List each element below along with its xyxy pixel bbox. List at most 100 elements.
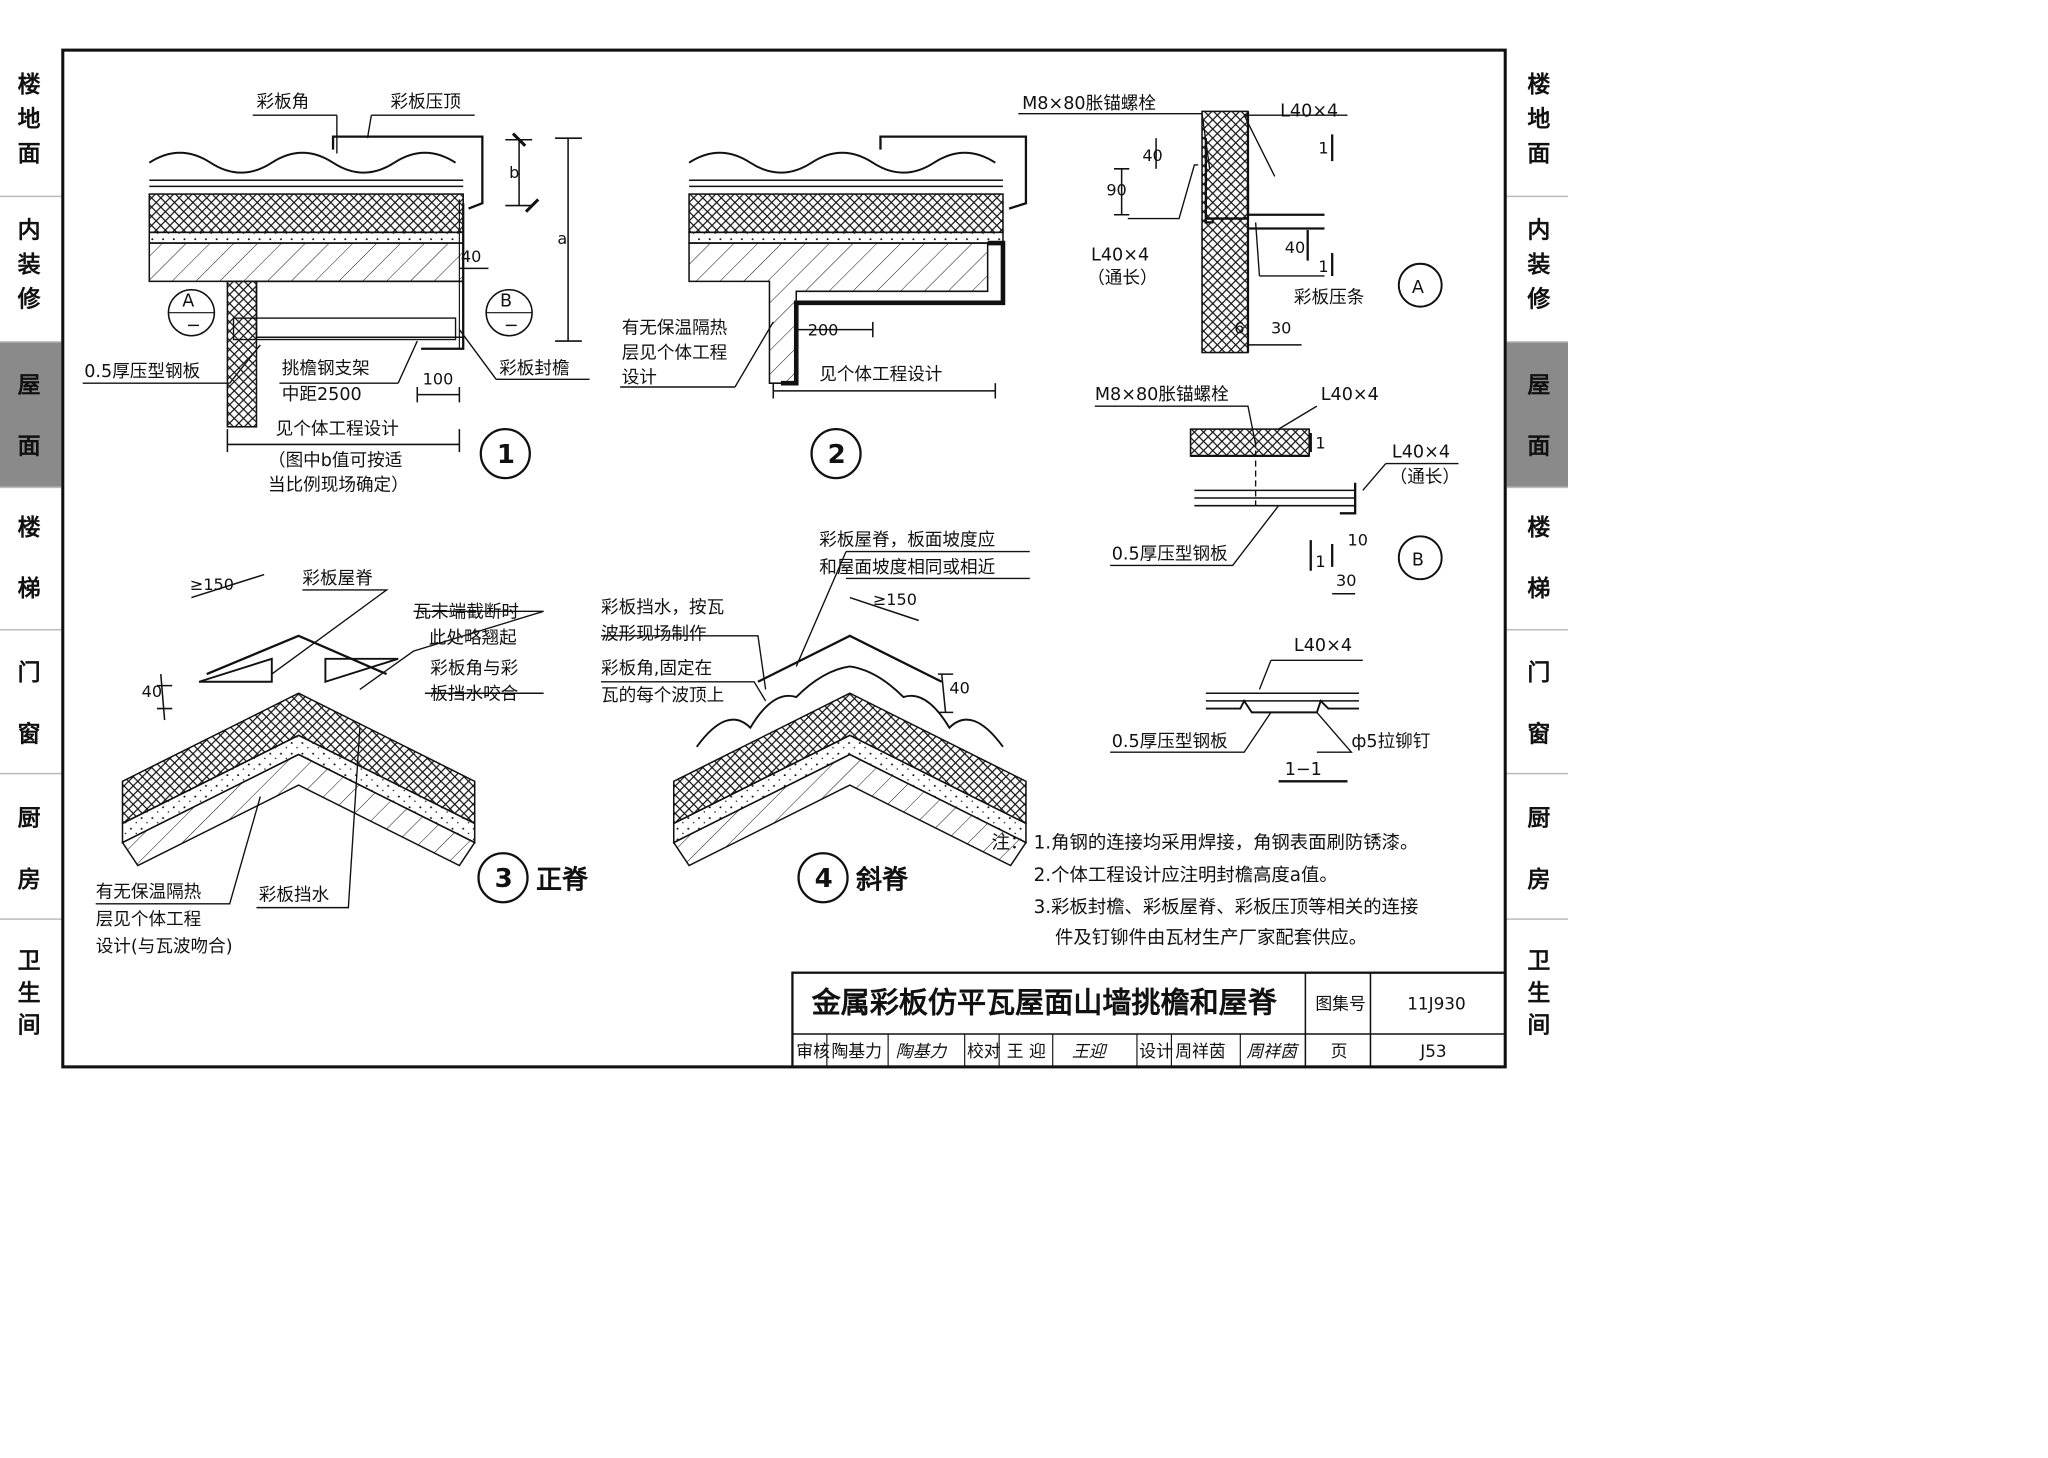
detail-bubble-3	[477, 852, 529, 904]
mark-1-a2: 1	[1318, 257, 1328, 276]
section-title-11: 1−1	[1285, 760, 1322, 780]
reviewer-signature: 陶基力	[896, 1041, 948, 1061]
tab-roof-right[interactable]: 屋面	[1527, 372, 1550, 459]
note-2: 2.个体工程设计应注明封檐高度a值。	[1034, 865, 1338, 886]
insulation-2	[780, 240, 1006, 386]
ref-bubble-a	[1397, 262, 1443, 308]
detail-a: M8×80胀锚螺栓 L40×4 40 90 1 L40×4 （通长） 40 1 …	[1018, 94, 1443, 354]
dim-150-4: ≥150	[873, 590, 917, 609]
tab-floor-right[interactable]: 楼地面	[1527, 72, 1550, 167]
tab-kitchen-left[interactable]: 厨房	[18, 806, 41, 893]
label-insul-3b: 层见个体工程	[96, 910, 202, 930]
tab-doors-left[interactable]: 门窗	[18, 659, 41, 747]
page-label: 页	[1331, 1041, 1348, 1061]
tab-stairs-left[interactable]: 楼梯	[18, 515, 41, 602]
label-angle-long-a: L40×4	[1091, 246, 1149, 266]
checker-signature: 王迎	[1072, 1041, 1108, 1061]
cap-flashing-1	[331, 135, 484, 210]
label-cap-1: 彩板压顶	[390, 93, 460, 113]
label-steel-b: 0.5厚压型钢板	[1112, 544, 1228, 564]
detail-4: 彩板屋脊，板面坡度应 和屋面坡度相同或相近 ≥150 彩板挡水，按瓦 波形现场制…	[601, 530, 1030, 904]
tab-doors-right[interactable]: 门窗	[1527, 659, 1550, 747]
label-corner-3a: 彩板角与彩	[430, 659, 518, 679]
tab-roof-left[interactable]: 屋面	[18, 372, 41, 459]
ref-b-label: B	[1412, 550, 1424, 570]
detail-1: 彩板角 彩板压顶 b a 40 A − B − 0.5厚压型钢板 挑檐钢支架 中…	[82, 93, 590, 495]
review-label: 审核	[796, 1041, 830, 1061]
ref-b-dash: −	[504, 316, 519, 336]
dim-100: 100	[423, 370, 454, 389]
label-flash-4b: 波形现场制作	[601, 625, 707, 645]
notes-prefix: 注：	[991, 833, 1028, 854]
label-ridge-3: 彩板屋脊	[302, 569, 373, 589]
tab-floor-left[interactable]: 楼地面	[18, 72, 41, 167]
label-corner-1: 彩板角	[256, 93, 309, 113]
dim-40-1: 40	[461, 247, 481, 266]
dim-10-b: 10	[1348, 530, 1368, 549]
mark-1-b2: 1	[1315, 552, 1325, 571]
label-angle-b: L40×4	[1321, 385, 1379, 405]
label-insul-2c: 设计	[622, 368, 657, 388]
slab-2	[688, 242, 989, 384]
designer-signature: 周祥茵	[1246, 1041, 1300, 1061]
label-angle-a: L40×4	[1280, 102, 1338, 122]
label-note-1b: 当比例现场确定）	[268, 475, 409, 495]
mark-1-a: 1	[1318, 138, 1328, 157]
tab-interior-right[interactable]: 内装修	[1526, 218, 1551, 313]
mark-1-b: 1	[1315, 433, 1325, 452]
atlas-no: 11J930	[1407, 993, 1466, 1013]
dim-6-a: 6	[1234, 318, 1244, 337]
label-ridge-4a: 彩板屋脊，板面坡度应	[819, 530, 995, 550]
label-eave-1: 彩板封檐	[499, 359, 569, 379]
dim-90-a: 90	[1106, 181, 1126, 200]
dim-200: 200	[808, 321, 839, 340]
side-tabs-right: 楼地面 内装修 屋面 楼梯 门窗 厨房 卫生间	[1506, 72, 1568, 1038]
label-rivet-11: ф5拉铆钉	[1351, 732, 1430, 752]
label-corner-3b: 板挡水咬合	[430, 684, 518, 704]
label-insul-2b: 层见个体工程	[622, 344, 728, 364]
label-corner-4b: 瓦的每个波顶上	[601, 686, 724, 706]
dim-a: a	[557, 229, 567, 248]
note-3: 3.彩板封檐、彩板屋脊、彩板压顶等相关的连接	[1034, 897, 1419, 918]
detail-bubble-4	[797, 852, 849, 904]
label-insul-3a: 有无保温隔热	[96, 883, 202, 903]
notes: 注： 1.角钢的连接均采用焊接，角钢表面刷防锈漆。 2.个体工程设计应注明封檐高…	[991, 833, 1418, 949]
sheet-frame	[61, 48, 1507, 1069]
tab-bg-active-left	[0, 341, 62, 488]
dim-30-b: 30	[1336, 571, 1356, 590]
label-angle-11: L40×4	[1294, 636, 1352, 656]
atlas-label: 图集号	[1315, 993, 1365, 1013]
detail-number-1: 1	[497, 440, 515, 470]
label-see-design-2: 见个体工程设计	[819, 365, 942, 385]
ridge-cap-3	[206, 634, 388, 676]
ref-a-dash: −	[186, 316, 201, 336]
reviewer-name: 陶基力	[831, 1041, 881, 1061]
tab-bath-right[interactable]: 卫生间	[1527, 948, 1550, 1038]
label-strip-a: 彩板压条	[1294, 288, 1364, 308]
dim-b: b	[509, 163, 519, 182]
dim-40-3: 40	[142, 682, 162, 701]
detail-number-3: 3	[495, 864, 513, 894]
tab-bath-left[interactable]: 卫生间	[18, 948, 41, 1038]
dim-40-a2: 40	[1285, 238, 1305, 257]
tile-wave-1	[148, 151, 457, 174]
section-1-1: L40×4 0.5厚压型钢板 ф5拉铆钉 1−1	[1110, 636, 1430, 783]
dim-30-a: 30	[1271, 318, 1291, 337]
insulation-1	[148, 193, 464, 234]
tile-wave-2	[688, 151, 996, 174]
detail-3: ≥150 40 彩板屋脊 瓦末端截断时 此处略翘起 彩板角与彩 板挡水咬合 彩板…	[95, 569, 589, 957]
label-angle-long-b2: （通长）	[1390, 468, 1460, 488]
wall-1	[226, 280, 258, 428]
tab-interior-left[interactable]: 内装修	[17, 218, 42, 313]
side-tabs-left: 楼地面 内装修 屋面 楼梯 门窗 厨房 卫生间	[0, 72, 62, 1038]
tab-stairs-right[interactable]: 楼梯	[1527, 515, 1550, 602]
designer-name: 周祥茵	[1175, 1041, 1225, 1061]
label-tile-end-3b: 此处略翘起	[429, 628, 517, 648]
design-label: 设计	[1139, 1041, 1173, 1061]
label-steel-1: 0.5厚压型钢板	[84, 362, 200, 382]
concrete-3	[121, 753, 476, 867]
sheet-title: 金属彩板仿平瓦屋面山墙挑檐和屋脊	[811, 986, 1278, 1020]
dim-40-4: 40	[949, 678, 969, 697]
detail-bubble-2	[810, 427, 862, 480]
tab-kitchen-right[interactable]: 厨房	[1527, 806, 1550, 893]
